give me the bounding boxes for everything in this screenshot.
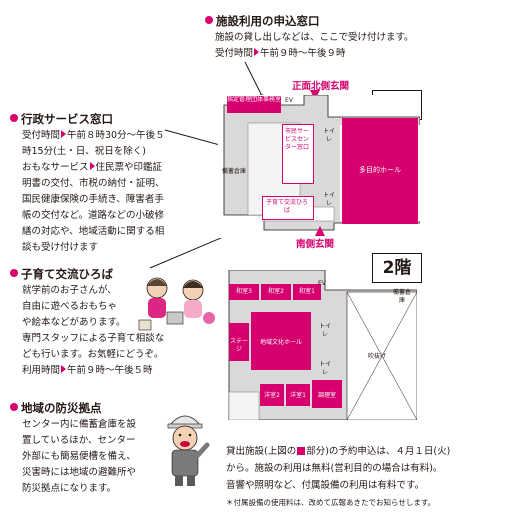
disaster-base-title: 地域の防災拠点 <box>10 400 102 416</box>
safety-worker-illustration <box>167 415 210 486</box>
hours-value: 午前９時〜午後５時 <box>67 365 153 376</box>
south-entrance-arrow-icon <box>315 226 325 236</box>
note-small: ＊付属設備の使用料は、改めて広報あきたでお知らせします。 <box>226 498 436 507</box>
floor2-badge: 2階 <box>372 253 422 283</box>
disaster-base-body: センター内に備蓄倉庫を設 置しているほか、センター 外部にも簡易便槽を備え、 災… <box>22 417 162 497</box>
hours-label: 受付時間 <box>215 48 254 59</box>
room-youshitsu1 <box>286 384 310 406</box>
room-hall <box>342 118 418 224</box>
room-youshitsu1-label: 洋室1 <box>290 392 306 399</box>
kids-body-line: 自由に遊べるおもちゃ <box>22 301 118 312</box>
room-chourishitsu <box>312 380 342 408</box>
admin-body-line: 繕の対応や、地域活動に関する相 <box>22 226 165 237</box>
room-bichiku-2: 備蓄倉庫 <box>392 289 411 304</box>
arrow-icon <box>61 365 67 373</box>
room-shitei <box>227 96 281 113</box>
kids-body-line: 就学前のお子さんが、 <box>22 285 117 296</box>
disaster-base-title-text: 地域の防災拠点 <box>21 401 102 415</box>
pink-square-icon <box>297 447 306 455</box>
admin-window-title: 行政サービス窓口 <box>10 111 113 127</box>
room-chourishitsu-label: 調理室 <box>317 392 336 399</box>
facility-window-hours: 受付時間午前９時〜午後９時 <box>215 46 515 62</box>
room-stage-label: ステージ <box>229 338 248 353</box>
bullet-dot <box>10 403 18 411</box>
services-value: 住民票や印鑑証 <box>95 162 163 173</box>
ev-label: EV <box>285 97 293 104</box>
services-label: おもなサービス <box>22 162 89 173</box>
note-text: 部分)の予約申込は、４月１日(火) <box>306 446 451 457</box>
hours-label: 利用時間 <box>22 365 61 376</box>
room-hall-label: 多目的ホール <box>359 166 401 174</box>
room-stage <box>229 323 249 361</box>
bullet-dot <box>10 114 18 122</box>
toilet-label-1: トイレ <box>322 128 335 143</box>
north-entrance-label: 正面北側玄関 <box>292 81 350 92</box>
kids-playing-illustration <box>138 277 215 331</box>
admin-hours-line2: 時15分(土・日、祝日を除く) <box>22 146 147 157</box>
room-kosodate-label: 子育て交流ひろば <box>265 199 308 214</box>
room-bunka-hall <box>251 312 311 370</box>
admin-window-body: 受付時間午前８時30分〜午後５ 時15分(土・日、祝日を除く) おもなサービス住… <box>22 128 192 256</box>
disaster-body-line: 防災拠点になります。 <box>22 483 117 494</box>
toilet-label-4: トイレ <box>318 361 331 376</box>
kids-body-line: ども行います。お気軽にどうぞ。 <box>22 349 164 360</box>
note-line-2: から。施設の利用は無料(営利目的の場合は有料)。 <box>226 463 443 474</box>
bullet-dot <box>205 16 213 24</box>
room-shimin <box>282 124 314 184</box>
admin-body-line: 国民健康保険の手続き、障害者手 <box>22 194 164 205</box>
room-washitsu1-label: 和室1 <box>299 288 315 295</box>
fukinuke-label: 吹抜け <box>367 353 386 360</box>
disaster-body-line: センター内に備蓄倉庫を設 <box>22 419 137 430</box>
toilet-label-3: トイレ <box>318 323 331 338</box>
kids-body-line: や絵本などがあります。 <box>22 317 126 328</box>
room-youshitsu2-label: 洋室2 <box>264 392 280 399</box>
admin-services-line: おもなサービス住民票や印鑑証 <box>22 160 192 176</box>
facility-window-title: 施設利用の申込窓口 <box>205 13 320 29</box>
admin-hours-line: 受付時間午前８時30分〜午後５ <box>22 128 192 144</box>
room-kosodate <box>262 196 314 220</box>
arrow-icon <box>89 162 95 170</box>
arrow-icon <box>254 48 260 56</box>
disaster-body-line: 置しているほか、センター <box>22 435 136 446</box>
room-washitsu3-label: 和室3 <box>236 288 252 295</box>
disaster-body-line: 災害時には地域の避難所や <box>22 467 137 478</box>
note-text: 貸出施設(上図の <box>226 446 297 457</box>
room-washitsu3 <box>229 284 259 300</box>
facility-window-desc: 施設の貸し出しなどは、ここで受け付けます。 受付時間午前９時〜午後９時 <box>215 30 515 62</box>
room-washitsu1 <box>293 284 321 300</box>
room-bichiku: 備蓄倉庫 <box>222 168 247 175</box>
reservation-notes: 貸出施設(上図の部分)の予約申込は、４月１日(火) から。施設の利用は無料(営利… <box>226 443 522 511</box>
south-entrance-label: 南側玄関 <box>296 239 335 250</box>
arrow-icon <box>61 130 67 138</box>
kids-plaza-title-text: 子育て交流ひろば <box>21 267 113 281</box>
facility-window-title-text: 施設利用の申込窓口 <box>216 14 320 28</box>
kids-hours-line: 利用時間午前９時〜午後５時 <box>22 363 222 379</box>
room-bunka-hall-label: 地域文化ホール <box>259 339 302 346</box>
bullet-dot <box>10 269 18 277</box>
room-washitsu2 <box>261 284 291 300</box>
admin-body-line: 談も受け付けます <box>22 242 99 253</box>
admin-body-line: 帳の交付など。道路などの小破修 <box>22 210 165 221</box>
note-line-1: 貸出施設(上図の部分)の予約申込は、４月１日(火) <box>226 443 522 460</box>
room-youshitsu2 <box>260 384 284 406</box>
toilet-label-2: トイレ <box>322 192 335 207</box>
ev-label-2: EV <box>318 280 326 287</box>
room-shitei-label: 指定管理団体事務室 <box>227 96 282 103</box>
disaster-body-line: 外部にも簡易便槽を備え、 <box>22 451 137 462</box>
room-shimin-label: 市民サービスセンター窓口 <box>284 128 309 151</box>
room-washitsu2-label: 和室2 <box>268 288 284 295</box>
admin-body-line: 明書の交付、市税の納付・証明、 <box>22 178 165 189</box>
note-line-3: 音響や照明など、付属設備の利用は有料です。 <box>226 480 425 491</box>
kids-plaza-title: 子育て交流ひろば <box>10 266 113 282</box>
facility-window-desc-text: 施設の貸し出しなどは、ここで受け付けます。 <box>215 32 414 43</box>
hours-value: 午前９時〜午後９時 <box>260 48 346 59</box>
floor2-plan <box>228 270 417 420</box>
hours-value: 午前８時30分〜午後５ <box>67 130 165 141</box>
hours-label: 受付時間 <box>22 130 61 141</box>
admin-window-title-text: 行政サービス窓口 <box>21 112 113 126</box>
kids-plaza-body: 就学前のお子さんが、 自由に遊べるおもちゃ や絵本などがあります。 専門スタッフ… <box>22 283 222 379</box>
kids-body-line: 専門スタッフによる子育て相談な <box>22 333 165 344</box>
